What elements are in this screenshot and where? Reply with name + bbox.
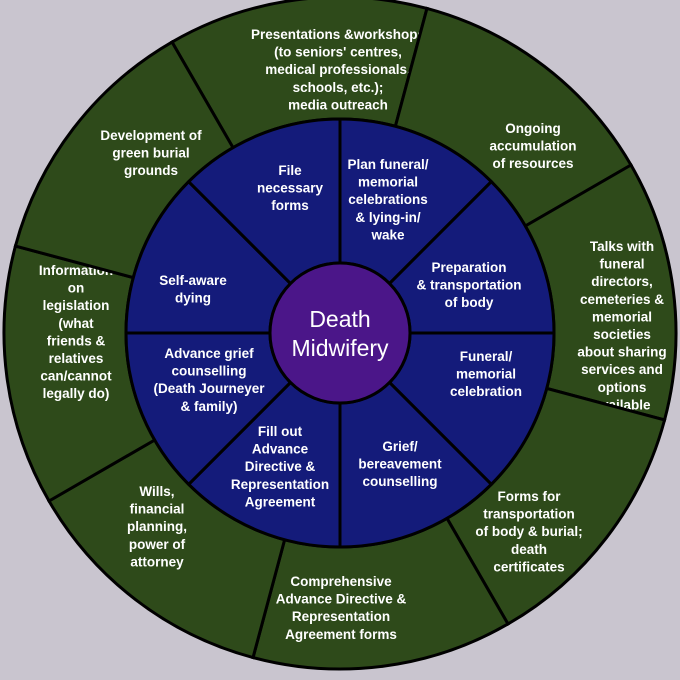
outer-ring-segment-3-label-line-1: Talks with	[590, 239, 654, 254]
outer-ring-segment-1-label-line-1: Presentations &workshops	[251, 27, 425, 42]
outer-ring-segment-8-label-line-1: Development of	[100, 128, 202, 143]
outer-ring-segment-6-label-line-2: financial	[130, 502, 185, 517]
outer-ring-segment-6-label-line-1: Wills,	[139, 484, 174, 499]
outer-ring-segment-3-label-line-7: about sharing	[577, 345, 666, 360]
inner-ring-segment-7-label-line-2: dying	[175, 291, 211, 306]
outer-ring-segment-3-label-line-9: options	[598, 380, 647, 395]
outer-ring-segment-2-label-line-3: of resources	[492, 156, 573, 171]
inner-ring-segment-8-label-line-1: File	[278, 163, 302, 178]
inner-ring-segment-4-label-line-1: Grief/	[382, 439, 418, 454]
inner-ring-segment-1-label-line-5: wake	[370, 227, 405, 242]
outer-ring-segment-1-label-line-3: medical professionals,	[265, 62, 411, 77]
outer-ring-segment-3-label-line-8: services and	[581, 362, 663, 377]
inner-ring-segment-2-label-line-1: Preparation	[431, 260, 506, 275]
outer-ring-segment-7-label-line-4: (what	[58, 316, 94, 331]
inner-ring-segment-4-label-line-3: counselling	[362, 474, 437, 489]
center-label-line-1: Death	[309, 306, 370, 332]
outer-ring-segment-6-label-line-4: power of	[129, 537, 186, 552]
inner-ring-segment-5-label-line-3: Directive &	[245, 459, 316, 474]
outer-ring-segment-4-label-line-2: transportation	[483, 507, 575, 522]
outer-ring-segment-8-label-line-3: grounds	[124, 163, 178, 178]
outer-ring-segment-7-label-line-2: on	[68, 281, 85, 296]
outer-ring-segment-3-label-line-2: funeral	[599, 257, 644, 272]
outer-ring-segment-1-label-line-2: (to seniors' centres,	[274, 45, 402, 60]
inner-ring-segment-3-label-line-1: Funeral/	[460, 349, 513, 364]
inner-ring-segment-3-label-line-3: celebration	[450, 384, 522, 399]
inner-ring-segment-5-label-line-2: Advance	[252, 442, 309, 457]
inner-ring-segment-6-label-line-2: counselling	[171, 364, 246, 379]
inner-ring-segment-8-label-line-3: forms	[271, 198, 309, 213]
inner-ring-segment-2-label-line-2: & transportation	[416, 278, 521, 293]
inner-ring-segment-8-label-line-2: necessary	[257, 181, 324, 196]
inner-ring-segment-5-label-line-5: Agreement	[245, 494, 316, 509]
outer-ring-segment-6-label-line-3: planning,	[127, 519, 187, 534]
outer-ring-segment-4-label-line-3: of body & burial;	[475, 524, 582, 539]
outer-ring-segment-5-label-line-1: Comprehensive	[290, 574, 392, 589]
inner-ring-segment-1-label-line-4: & lying-in/	[355, 210, 420, 225]
outer-ring-segment-3-label-line-6: societies	[593, 327, 651, 342]
inner-ring-segment-6-label-line-4: & family)	[180, 399, 237, 414]
outer-ring-segment-7-label-line-5: friends &	[47, 333, 106, 348]
outer-ring-segment-3-label-line-5: memorial	[592, 309, 652, 324]
inner-ring-segment-6-label-line-3: (Death Journeyer	[153, 381, 265, 396]
center-circle	[268, 261, 412, 405]
outer-ring-segment-7-label-line-6: relatives	[49, 351, 104, 366]
inner-ring-segment-5-label-line-4: Representation	[231, 477, 329, 492]
outer-ring-segment-3-label-line-4: cemeteries &	[580, 292, 664, 307]
outer-ring-segment-2-label-line-1: Ongoing	[505, 121, 560, 136]
outer-ring-segment-8-label-line-2: green burial	[112, 146, 189, 161]
outer-ring-segment-1-label-line-4: schools, etc.);	[293, 80, 384, 95]
inner-ring-segment-6-label-line-1: Advance grief	[164, 346, 254, 361]
inner-ring-segment-3-label-line-2: memorial	[456, 367, 516, 382]
outer-ring-segment-2-label-line-2: accumulation	[489, 139, 576, 154]
inner-ring-segment-7-label-line-1: Self-aware	[159, 273, 227, 288]
outer-ring-segment-5-label-line-3: Representation	[292, 609, 390, 624]
outer-ring-segment-4-label-line-1: Forms for	[497, 489, 561, 504]
outer-ring-segment-7-label-line-7: can/cannot	[40, 369, 112, 384]
outer-ring-segment-6-label-line-5: attorney	[130, 554, 184, 569]
inner-ring-segment-1-label-line-3: celebrations	[348, 192, 428, 207]
inner-ring-segment-1-label-line-2: memorial	[358, 175, 418, 190]
outer-ring-segment-4-label-line-4: death	[511, 542, 547, 557]
outer-ring-segment-5-label-line-2: Advance Directive &	[276, 592, 407, 607]
inner-ring-segment-4-label-line-2: bereavement	[358, 457, 442, 472]
outer-ring-segment-3-label-line-3: directors,	[591, 274, 653, 289]
outer-ring-segment-5-label-line-4: Agreement forms	[285, 627, 397, 642]
outer-ring-segment-7-label-line-8: legally do)	[43, 386, 110, 401]
center-label-line-2: Midwifery	[291, 335, 389, 361]
inner-ring-segment-1-label-line-1: Plan funeral/	[347, 157, 428, 172]
outer-ring-segment-7-label-line-3: legislation	[43, 298, 110, 313]
outer-ring-segment-4-label-line-5: certificates	[493, 559, 564, 574]
inner-ring-segment-5-label-line-1: Fill out	[258, 424, 303, 439]
inner-ring-segment-2-label-line-3: of body	[445, 295, 494, 310]
outer-ring-segment-1-label-line-5: media outreach	[288, 97, 388, 112]
